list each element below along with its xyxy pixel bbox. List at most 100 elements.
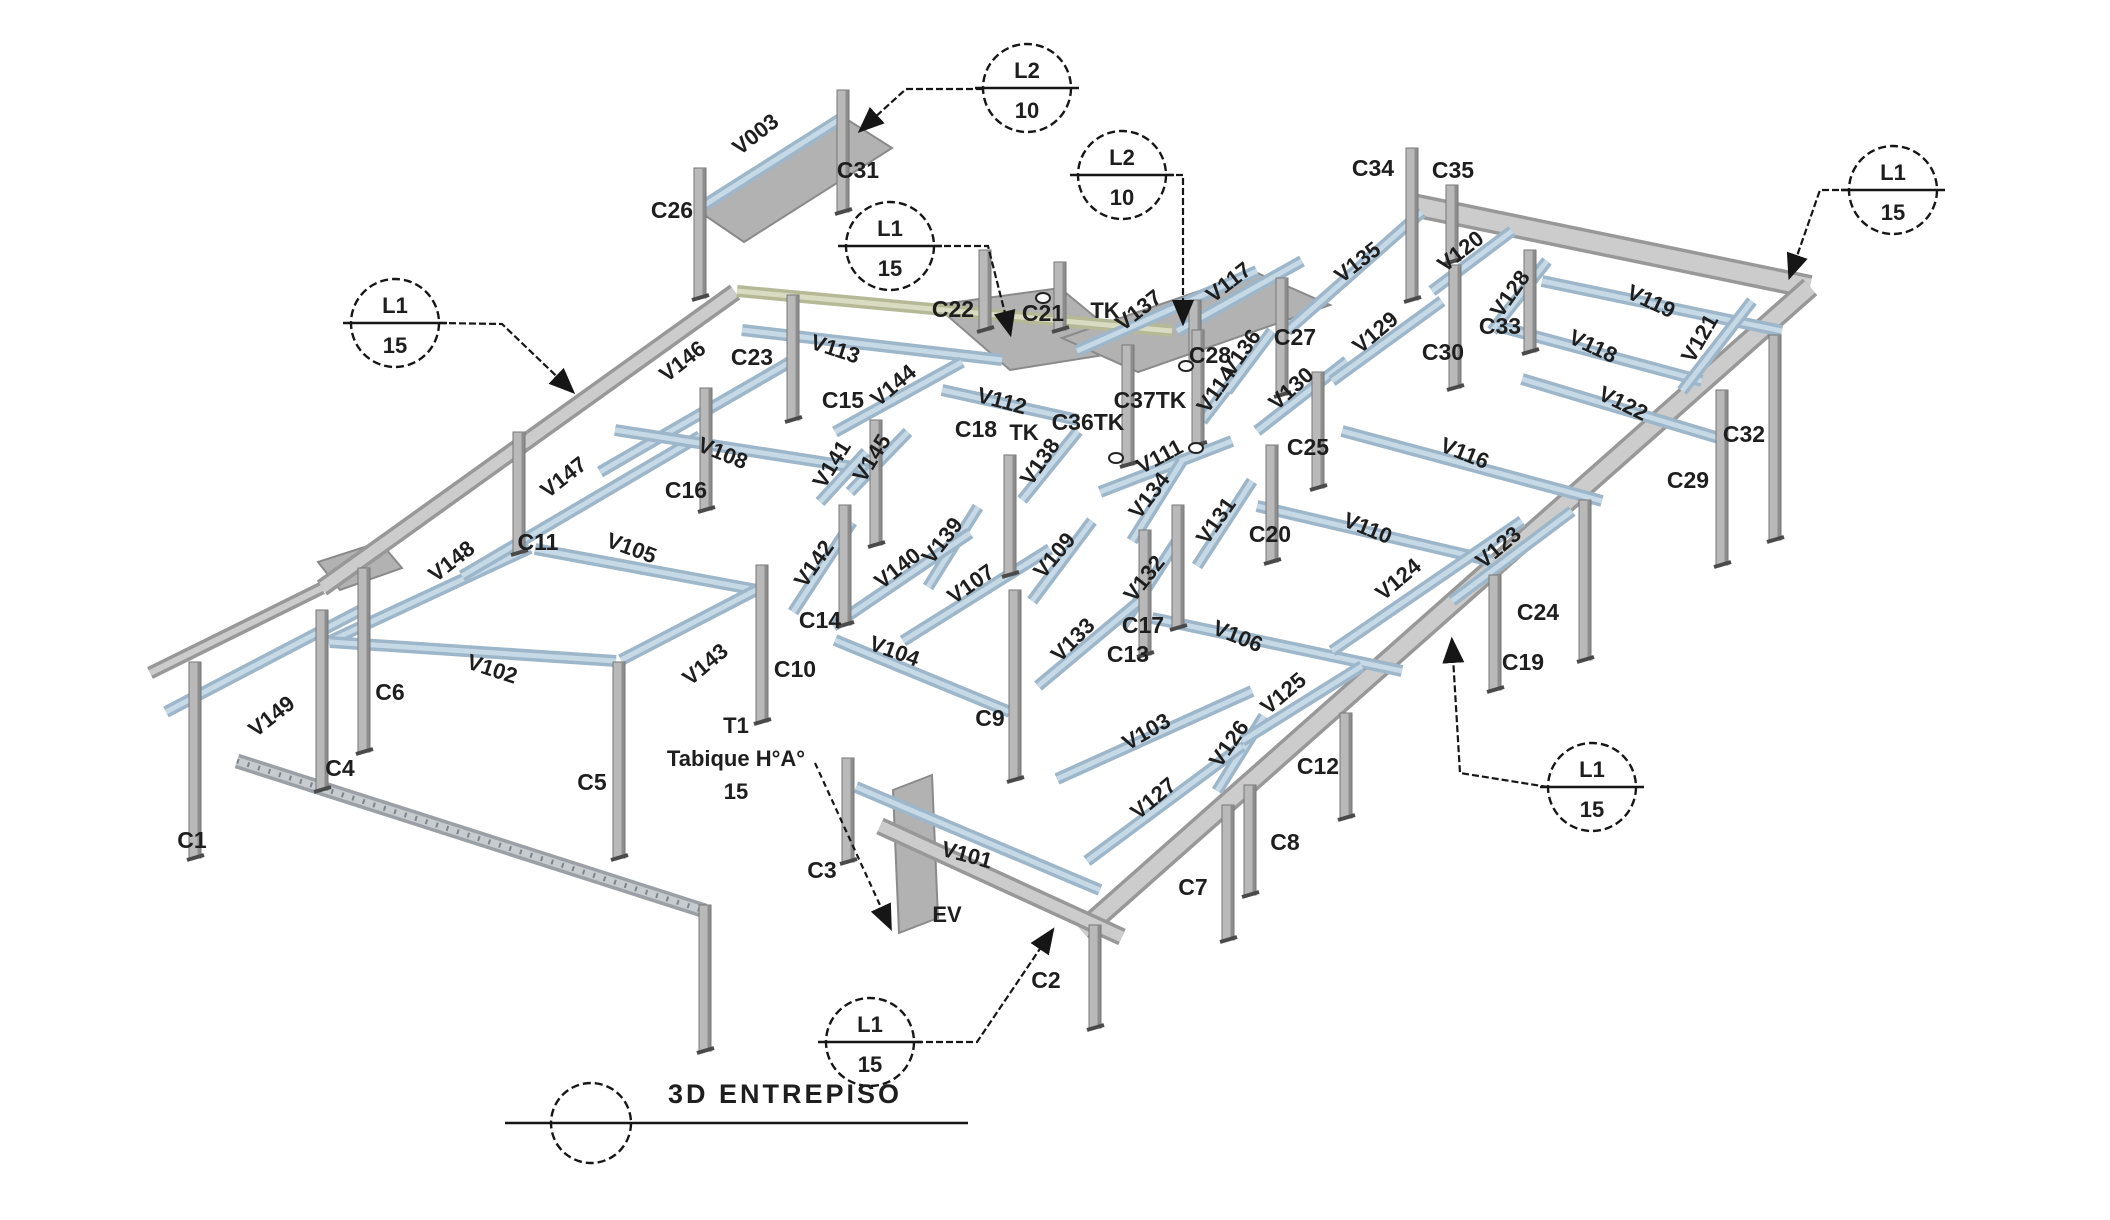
tk-mark-layer — [1035, 292, 1204, 464]
callout-bottom-text: 10 — [1110, 185, 1134, 210]
column-base-mark — [696, 1046, 715, 1055]
level-callout: L1 15 — [838, 200, 1016, 338]
tabique-note-line: T1 — [723, 713, 749, 738]
tk-circle-mark — [1035, 292, 1051, 304]
callout-top-text: L1 — [857, 1012, 883, 1037]
tk-circle-mark — [1108, 452, 1124, 464]
beam — [329, 639, 617, 664]
callout-bottom-text: 15 — [878, 256, 902, 281]
beam-label: V103 — [1118, 708, 1175, 755]
column-base-mark — [1521, 347, 1540, 356]
edge-beam — [1077, 281, 1815, 937]
beam — [1330, 518, 1524, 654]
beam — [534, 546, 758, 593]
tabique-leader — [813, 762, 892, 932]
beam-label: V143 — [677, 638, 732, 690]
beam — [1285, 210, 1424, 333]
beam — [1129, 459, 1185, 543]
column-label: C24 — [1517, 599, 1559, 625]
column-label: C8 — [1270, 829, 1300, 855]
column-label: C33 — [1479, 313, 1521, 339]
beam — [1450, 509, 1574, 603]
callout-top-text: L1 — [877, 216, 903, 241]
column-layer — [186, 89, 1785, 1055]
beam — [1330, 298, 1444, 384]
column-label: C18 — [955, 416, 997, 442]
beam — [619, 585, 762, 663]
callout-top-text: L1 — [1579, 757, 1605, 782]
speckled-beam — [235, 757, 707, 915]
column-label: C5 — [577, 769, 607, 795]
beam — [1194, 479, 1255, 568]
callout-bottom-text: 10 — [1015, 98, 1039, 123]
column-base-mark — [1273, 390, 1292, 399]
beam-label: V147 — [535, 451, 591, 502]
column-label: C12 — [1297, 753, 1339, 779]
column-base-mark — [1006, 775, 1025, 784]
column-base-mark — [1119, 460, 1138, 469]
callout-bottom-text: 15 — [1580, 797, 1604, 822]
column-base-mark — [976, 325, 995, 334]
callout-top-text: L2 — [1014, 58, 1040, 83]
beam-label: V106 — [1209, 615, 1266, 657]
column-label: C26 — [651, 197, 693, 223]
column-label: C9 — [975, 705, 1004, 731]
column-base-mark — [1576, 655, 1595, 664]
column-label: C1 — [177, 827, 207, 853]
beam — [1099, 438, 1233, 495]
column-label: C13 — [1107, 641, 1149, 667]
tabique-note-line: 15 — [724, 779, 748, 804]
edge-beam — [148, 585, 324, 676]
beam — [1255, 359, 1349, 433]
level-callout: L2 10 — [857, 42, 1079, 134]
beam — [1490, 259, 1549, 333]
column-label: C20 — [1249, 521, 1291, 547]
column-base-mark — [867, 540, 886, 549]
beam — [834, 637, 1011, 715]
column-base-mark — [1766, 535, 1785, 544]
beam — [1055, 688, 1254, 782]
ev-label: EV — [932, 902, 962, 927]
edge-beam — [877, 821, 1125, 942]
column-base-mark — [1136, 650, 1155, 659]
column-label: C2 — [1031, 967, 1060, 993]
edge-beam — [1406, 195, 1812, 296]
column-base-mark — [691, 293, 710, 302]
tabique-note-line: Tabique H°A° — [667, 746, 805, 771]
column-base-mark — [1263, 557, 1282, 566]
column-label: C15 — [822, 387, 864, 413]
column-label: C36TK — [1052, 409, 1125, 435]
column-base-mark — [753, 717, 772, 726]
tk-circle-mark — [1188, 442, 1204, 454]
callout-leader — [438, 321, 576, 395]
callout-leader — [1166, 173, 1194, 327]
beam — [901, 546, 1052, 644]
beam — [460, 433, 702, 579]
column-label: C35 — [1432, 157, 1474, 183]
tk-label: TK — [1090, 298, 1119, 323]
column-base-mark — [610, 853, 629, 862]
column-label: C27 — [1274, 324, 1316, 350]
column-base-mark — [1241, 890, 1260, 899]
callout-leader — [916, 927, 1055, 1044]
beam — [855, 784, 1101, 893]
drawing-title: 3D ENTREPISO — [668, 1079, 902, 1109]
column-label: C16 — [665, 477, 707, 503]
column-base-mark — [1443, 257, 1462, 266]
column-base-mark — [1086, 1023, 1105, 1032]
column-label: C23 — [731, 344, 773, 370]
column-base-mark — [355, 747, 374, 756]
beam-label: V110 — [1340, 507, 1396, 549]
beam — [1341, 428, 1603, 504]
title-block: 3D ENTREPISO — [505, 1079, 968, 1165]
beam — [1521, 376, 1723, 442]
column-base-mark — [1713, 560, 1732, 569]
column-label: C3 — [807, 857, 836, 883]
column-label: C10 — [774, 656, 816, 682]
beam — [741, 327, 1003, 363]
